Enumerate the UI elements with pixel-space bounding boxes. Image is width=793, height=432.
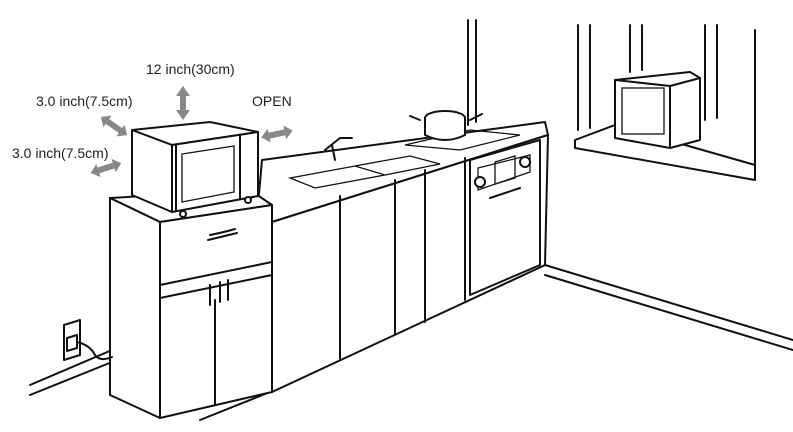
back-clearance-arrow-icon [100, 115, 128, 137]
power-outlet [63, 319, 113, 361]
window-scene [574, 24, 756, 181]
open-side-label: OPEN [252, 93, 292, 109]
microwave-stand [109, 189, 273, 419]
kitchen-counter [257, 110, 549, 393]
side-clearance-label: 3.0 inch(7.5cm) [12, 145, 109, 161]
microwave [131, 121, 259, 218]
side-clearance-arrow-icon [90, 158, 122, 178]
top-clearance-arrow-icon [176, 86, 190, 120]
back-clearance-label: 3.0 inch(7.5cm) [36, 93, 133, 109]
top-clearance-label: 12 inch(30cm) [146, 61, 235, 77]
clearance-arrows [90, 86, 293, 178]
open-side-arrow-icon [261, 125, 293, 143]
